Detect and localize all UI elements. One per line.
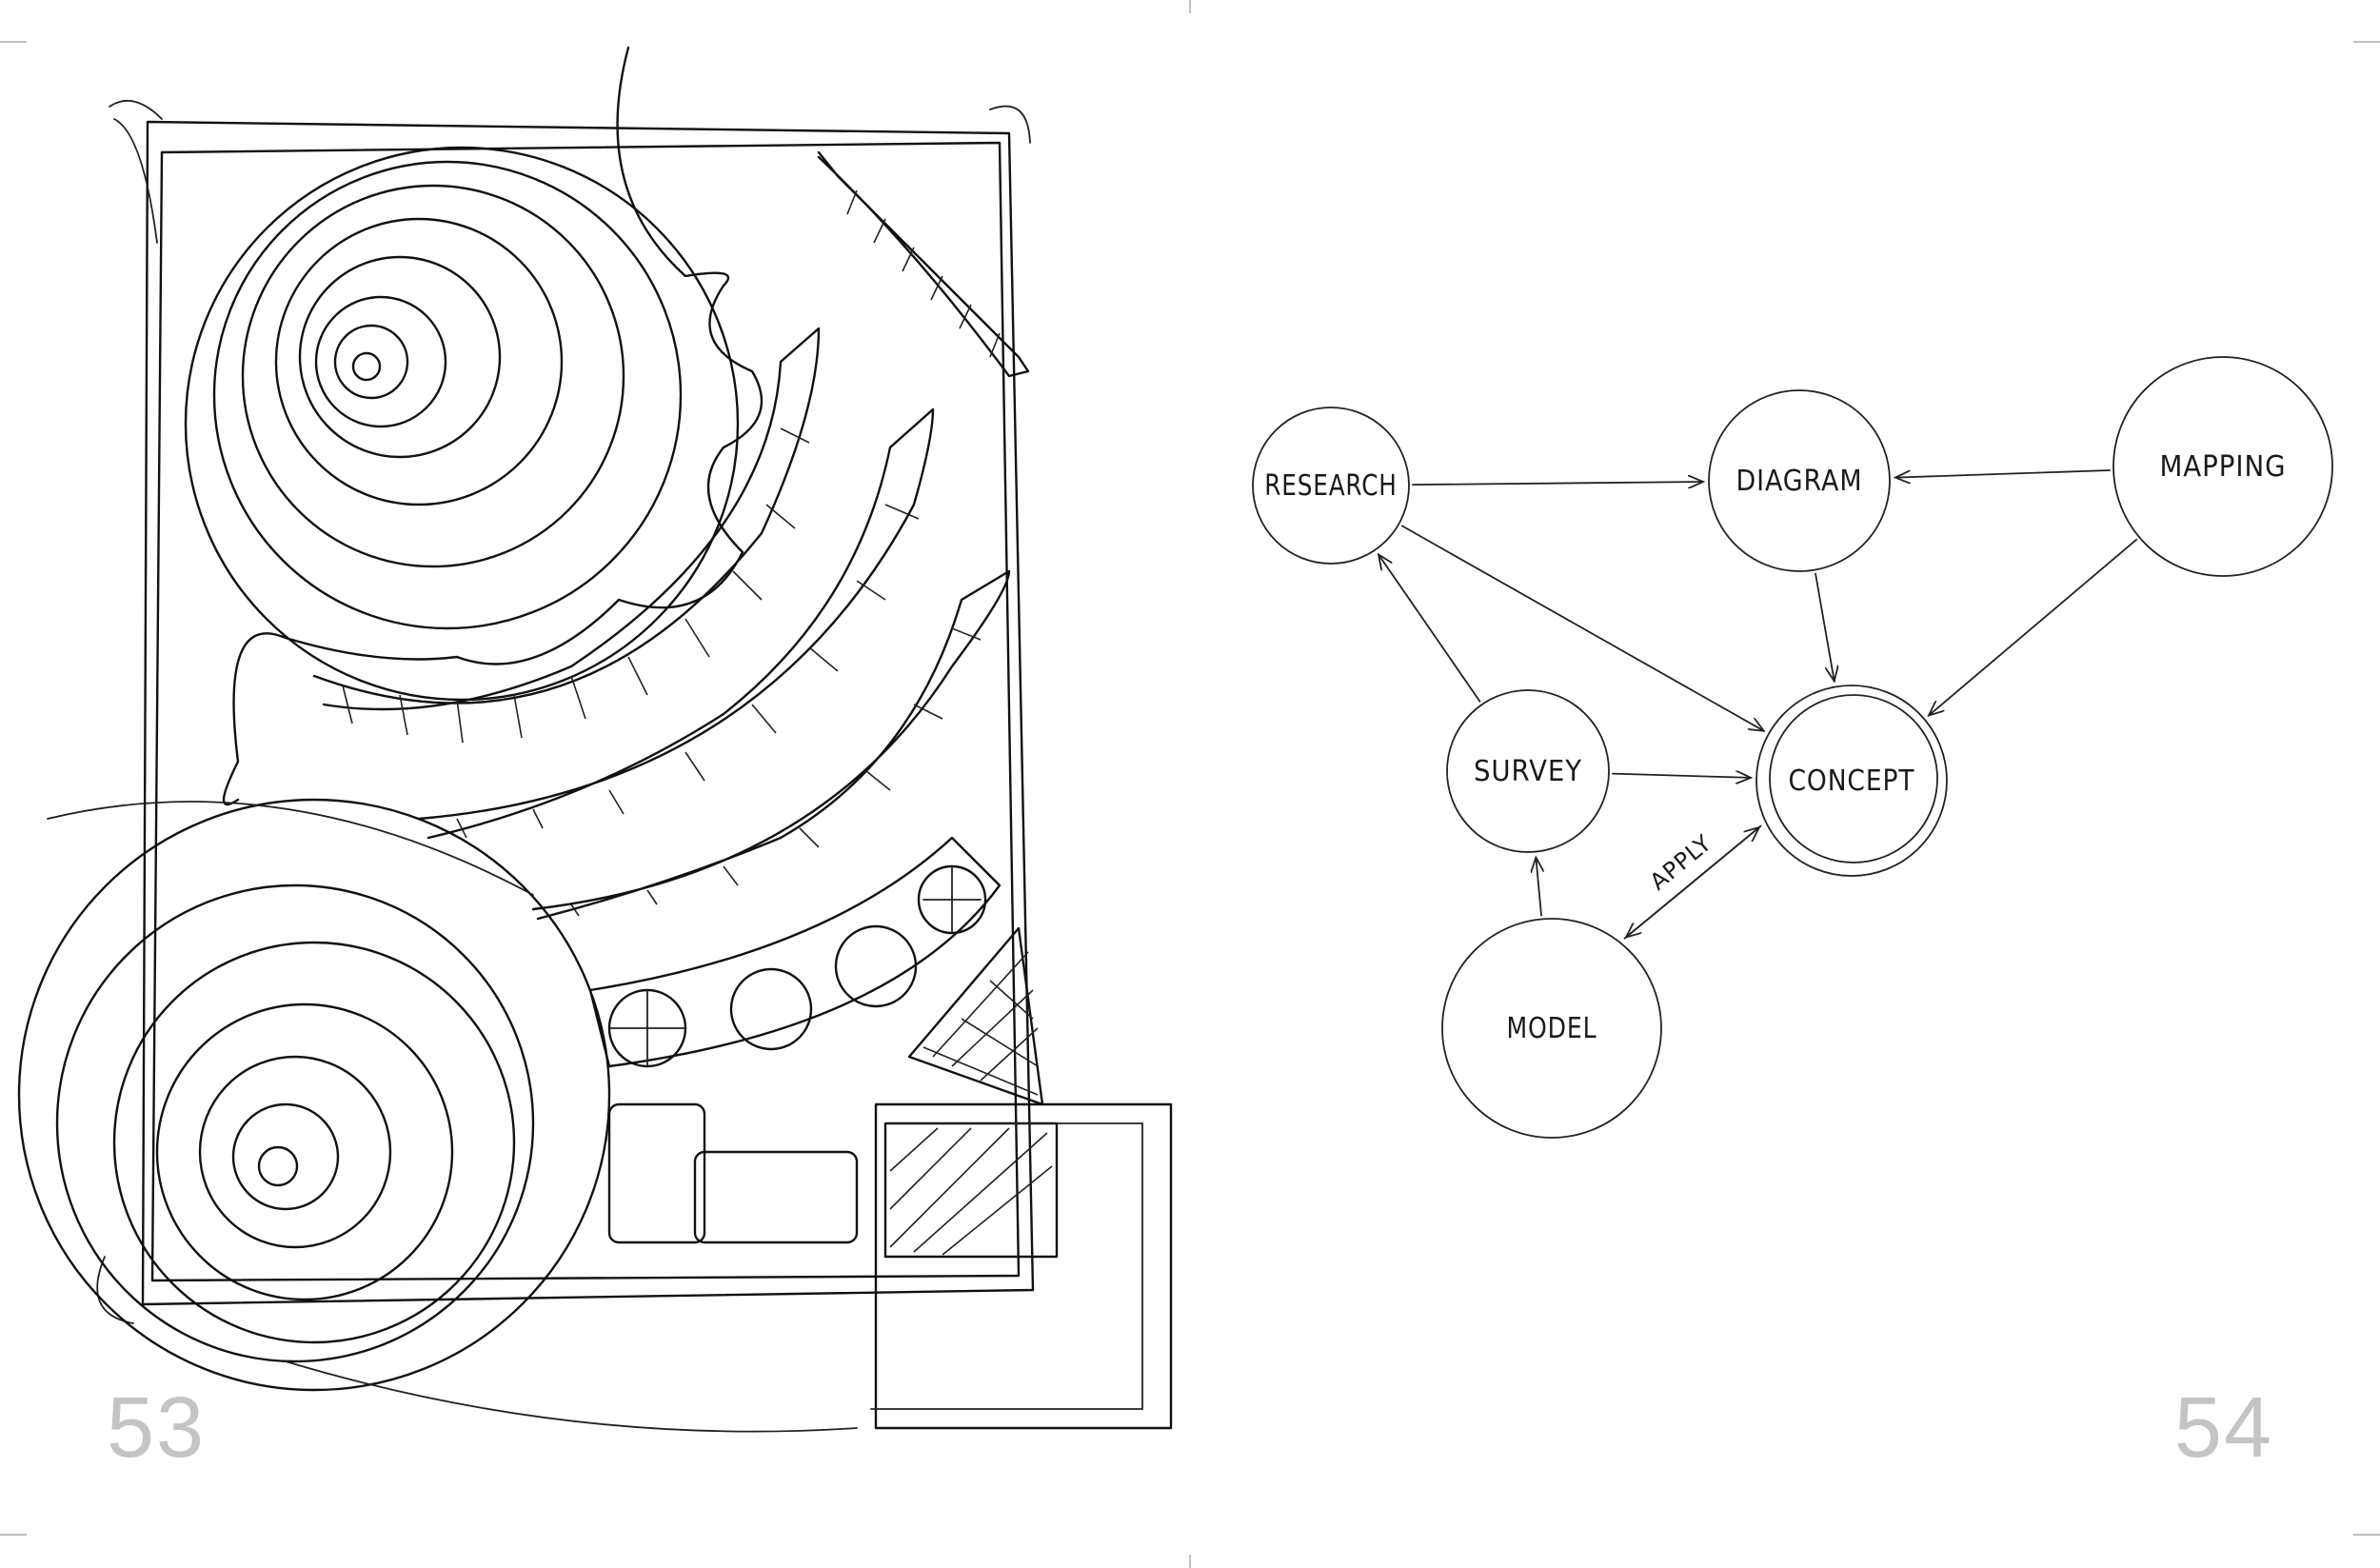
page-number-left: 53 bbox=[107, 1380, 207, 1476]
hatched-wedge bbox=[817, 150, 1030, 378]
block-rect bbox=[607, 1102, 706, 1244]
edge-survey-to-concept bbox=[1612, 774, 1751, 778]
node-label-mapping: MAPPING bbox=[2160, 450, 2287, 484]
node-survey: SURVEY bbox=[1446, 689, 1610, 853]
pod-circle bbox=[729, 967, 813, 1051]
node-circle bbox=[1755, 685, 1948, 877]
edge-model-to-survey bbox=[1536, 858, 1541, 917]
right-page: RESEARCH DIAGRAM MAPPING SURVEY CONCEPT MODEL… bbox=[1190, 0, 2380, 1568]
arc-hatching bbox=[342, 427, 982, 917]
edge-survey-to-research bbox=[1378, 554, 1481, 703]
node-label-concept: CONCEPT bbox=[1789, 764, 1915, 798]
pod-strip bbox=[588, 836, 1002, 1068]
diagram-nodes: RESEARCH DIAGRAM MAPPING SURVEY CONCEPT MODEL bbox=[1252, 356, 2333, 1139]
diagram-edges bbox=[1378, 469, 2138, 940]
node-concept: CONCEPT bbox=[1755, 685, 1948, 877]
edge-mapping-to-concept bbox=[1929, 538, 2138, 716]
page-number-right: 54 bbox=[2173, 1380, 2273, 1476]
edge-research-to-diagram bbox=[1412, 482, 1703, 485]
spiral-top-left bbox=[184, 146, 740, 702]
concept-flow-diagram: RESEARCH DIAGRAM MAPPING SURVEY CONCEPT MODEL… bbox=[1252, 356, 2333, 1139]
node-model: MODEL bbox=[1441, 918, 1662, 1139]
node-research: RESEARCH bbox=[1252, 407, 1410, 565]
node-label-diagram: DIAGRAM bbox=[1736, 465, 1863, 498]
node-circle bbox=[2112, 356, 2333, 577]
edge-label-concept-to-model: APPLY bbox=[1645, 829, 1717, 895]
node-circle bbox=[1252, 407, 1410, 565]
node-label-model: MODEL bbox=[1507, 1012, 1597, 1045]
pod-circle bbox=[834, 924, 918, 1008]
site-plan-sketch bbox=[17, 46, 1173, 1433]
node-circle bbox=[1446, 689, 1610, 853]
node-circle bbox=[1708, 389, 1891, 572]
pod-circle bbox=[917, 864, 987, 935]
node-diagram: DIAGRAM bbox=[1708, 389, 1891, 572]
node-inner-circle bbox=[1769, 694, 1938, 863]
spiral-bottom-left bbox=[17, 798, 611, 1392]
node-label-research: RESEARCH bbox=[1264, 469, 1397, 503]
arc-band-3 bbox=[531, 569, 1011, 921]
edge-diagram-to-concept bbox=[1815, 572, 1835, 682]
edge-model-to-concept bbox=[1623, 827, 1758, 940]
block-rect bbox=[693, 1150, 859, 1244]
node-label-survey: SURVEY bbox=[1474, 755, 1582, 788]
annex-outline bbox=[874, 1102, 1173, 1430]
left-page: 53 bbox=[17, 46, 1173, 1476]
wavy-boundary bbox=[222, 46, 764, 805]
edge-mapping-to-diagram bbox=[1895, 469, 2111, 478]
node-circle bbox=[1441, 918, 1662, 1139]
sketch-frame bbox=[141, 120, 1035, 1306]
arc-band-2 bbox=[417, 407, 935, 840]
node-mapping: MAPPING bbox=[2112, 356, 2333, 577]
arc-band-1 bbox=[312, 327, 821, 711]
edge-research-to-concept bbox=[1400, 525, 1764, 730]
diagram-edge-labels: APPLY bbox=[1645, 829, 1717, 895]
